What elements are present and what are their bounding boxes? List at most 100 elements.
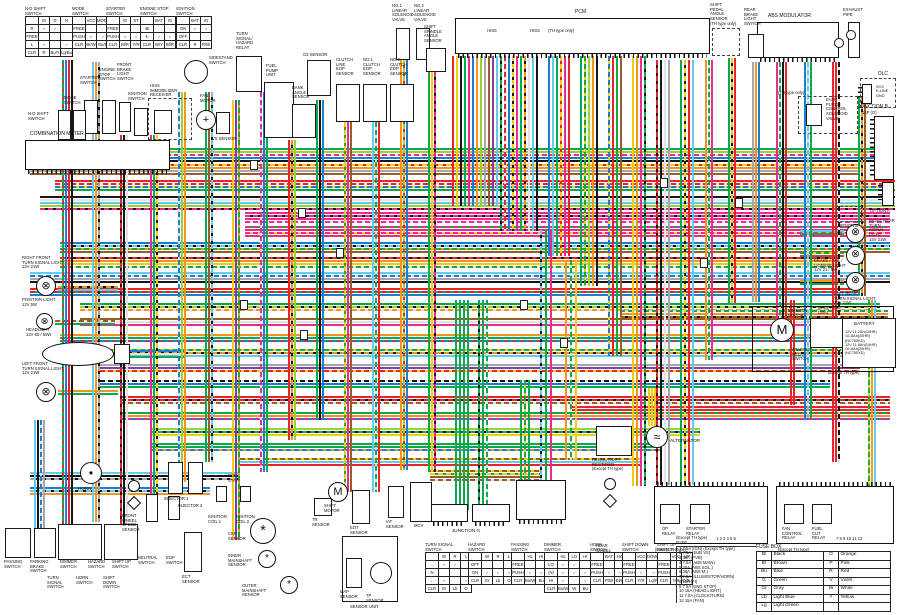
left-switch-connector-1 <box>5 528 31 558</box>
sensor-unit-label: SENSOR UNIT <box>350 604 379 609</box>
wire-segment <box>80 306 880 308</box>
wire-segment <box>468 56 470 206</box>
wire-segment <box>266 92 268 472</box>
shift-down-switch-label: SHIFT DOWN SWITCH <box>103 575 120 590</box>
wire-segment <box>565 260 567 460</box>
map-sensor-box <box>346 558 362 588</box>
wire-segment <box>60 352 880 354</box>
battery-label: BATTERY <box>854 321 875 326</box>
wire-segment <box>644 56 646 486</box>
wire-segment <box>30 157 880 159</box>
wire-segment <box>512 56 514 231</box>
wire-segment <box>40 196 895 198</box>
op-relay-label: OP RELAY <box>662 526 676 536</box>
wire-segment <box>30 272 890 274</box>
wire-segment <box>584 56 586 286</box>
wire-segment <box>868 300 870 486</box>
wire-segment <box>150 449 660 451</box>
wire-segment <box>705 60 707 360</box>
wire-segment <box>728 58 730 303</box>
wire-segment <box>520 380 522 480</box>
abs-modulator-label: ABS MODULATOR <box>768 13 811 19</box>
wire-segment <box>245 229 890 231</box>
fusebox-left-numbers: 1 2 3 4 5 6 <box>716 536 736 541</box>
mini-connector <box>240 300 248 310</box>
wire-segment <box>550 230 552 480</box>
wire-segment <box>430 476 540 478</box>
engine-stop-switch-connector <box>102 100 116 134</box>
op-relay-box <box>660 504 680 524</box>
wire-segment <box>120 412 890 414</box>
tr-sensor-box <box>314 498 332 516</box>
wire-segment <box>40 208 895 210</box>
no2-linear-solenoid-label: NO.2 LINEAR SOLENOID VALVE <box>414 3 436 23</box>
inner-mainshaft-circle: * <box>258 550 276 568</box>
wire-segment <box>428 72 430 472</box>
combination-meter-label: COMBINATION METER <box>30 131 84 137</box>
wire-segment <box>456 56 458 206</box>
wire-segment <box>153 135 155 505</box>
main-fuse-label: MAIN FUSE (30A) <box>818 305 841 315</box>
wire-segment <box>60 260 840 262</box>
wire-segment <box>560 56 562 256</box>
wire-segment <box>288 140 290 440</box>
hiss-note-2: HISS <box>530 28 540 33</box>
alternator-circle: ≈ <box>646 426 668 448</box>
front-brake-light-switch-label: FRONT BRAKE LIGHT SWITCH <box>117 62 134 82</box>
wire-segment <box>731 58 733 303</box>
wire-segment <box>464 56 466 206</box>
wire-segment <box>60 248 890 250</box>
wire-segment <box>150 135 152 505</box>
wire-segment <box>492 56 494 206</box>
fuse-item: 3 30A (PVB) <box>679 555 703 561</box>
wire-segment <box>692 60 694 485</box>
wire-segment <box>528 56 530 231</box>
wire-segment <box>40 205 895 207</box>
fuse-items: 1 7.5A (IGN) (Except TH type)2 7.5A (SUB… <box>676 545 756 604</box>
passing-switch-label: PASSING SWITCH <box>4 559 23 569</box>
hazard-switch-label: HAZARD SWITCH <box>88 559 106 569</box>
wire-segment <box>245 221 890 223</box>
wire-segment <box>620 316 888 318</box>
dimmer-switch-table-label: DIMMER SWITCH <box>544 542 561 552</box>
wire-segment <box>238 100 240 540</box>
headlight-connector <box>114 344 130 364</box>
headlight-label: HEADLIGHT 12V 60 / 55W <box>26 327 52 337</box>
shift-motor-label: SHIFT MOTOR <box>324 503 340 513</box>
wire-segment <box>782 62 784 320</box>
wire-segment <box>178 92 180 482</box>
connector-pins <box>878 185 883 203</box>
wire-segment <box>800 280 844 282</box>
wire-segment <box>480 56 482 206</box>
wire-segment <box>150 431 700 433</box>
wire-segment <box>482 300 484 505</box>
wire-segment <box>612 56 614 356</box>
junction-g-connector-3 <box>516 480 566 524</box>
junction-g-connector-2 <box>472 504 510 526</box>
left-switch-connector-4 <box>104 524 138 560</box>
wire-segment <box>80 303 880 305</box>
wire-segment <box>92 62 94 522</box>
evap-dashed-box <box>798 96 858 134</box>
right-front-turn-label: RIGHT FRONT TURN SIGNAL LIGHT 12V 21W <box>22 255 64 270</box>
wire-segment <box>648 388 650 426</box>
wire-segment <box>322 100 324 420</box>
fan-control-relay-box <box>784 504 804 524</box>
wire-segment <box>150 446 660 448</box>
wire-segment <box>240 461 640 463</box>
map-sensor-label: MAP SENSOR <box>340 589 358 599</box>
wire-segment <box>431 72 433 472</box>
clutch-line-eop-sensor-box <box>336 84 360 122</box>
right-rear-turn-label: RIGHT REAR TURN SIGNAL LIGHT 12V 21W <box>869 218 895 242</box>
wire-segment <box>664 60 666 485</box>
mini-connector <box>298 208 306 218</box>
wire-segment <box>793 300 795 405</box>
wire-segment <box>524 380 526 480</box>
shift-up-switch-label: SHIFT UP SWITCH <box>112 559 132 569</box>
